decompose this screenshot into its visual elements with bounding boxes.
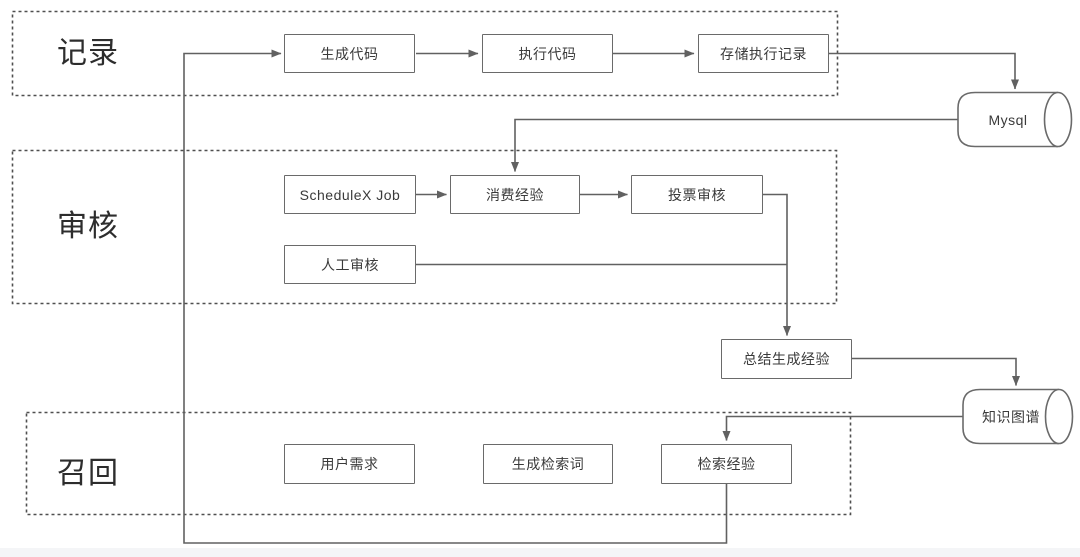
node-summarize-experience: 总结生成经验 (721, 339, 852, 379)
node-execute-code: 执行代码 (482, 34, 613, 73)
node-user-need: 用户需求 (284, 444, 415, 484)
section-label-record: 记录 (57, 37, 119, 70)
node-store-execution-record: 存储执行记录 (698, 34, 829, 73)
section-recall-outline (25, 411, 852, 516)
node-retrieve-experience: 检索经验 (661, 444, 792, 484)
connector-vote-to-summarize (763, 193, 791, 336)
section-label-review: 审核 (57, 210, 119, 243)
node-manual-review: 人工审核 (284, 245, 416, 284)
mysql-cylinder (957, 91, 1073, 148)
section-label-recall: 召回 (57, 457, 119, 490)
bottom-edge-strip (0, 548, 1080, 557)
node-generate-code: 生成代码 (284, 34, 415, 73)
node-generate-query: 生成检索词 (483, 444, 613, 484)
node-schedulex-job: ScheduleX Job (284, 175, 416, 214)
section-review-outline (11, 149, 838, 305)
connector-mysql-to-consume (511, 118, 958, 172)
connector-store-to-mysql (829, 52, 1019, 90)
connector-retrieve-to-generate-code-loop (183, 49, 728, 544)
node-vote-review: 投票审核 (631, 175, 763, 214)
knowledge-graph-cylinder (962, 388, 1074, 445)
connector-summarize-to-kg (852, 357, 1020, 386)
label-knowledge-graph: 知识图谱 (982, 408, 1040, 425)
connector-kg-to-retrieve (722, 415, 963, 441)
node-consume-experience: 消费经验 (450, 175, 580, 214)
label-mysql: Mysql (988, 111, 1028, 128)
